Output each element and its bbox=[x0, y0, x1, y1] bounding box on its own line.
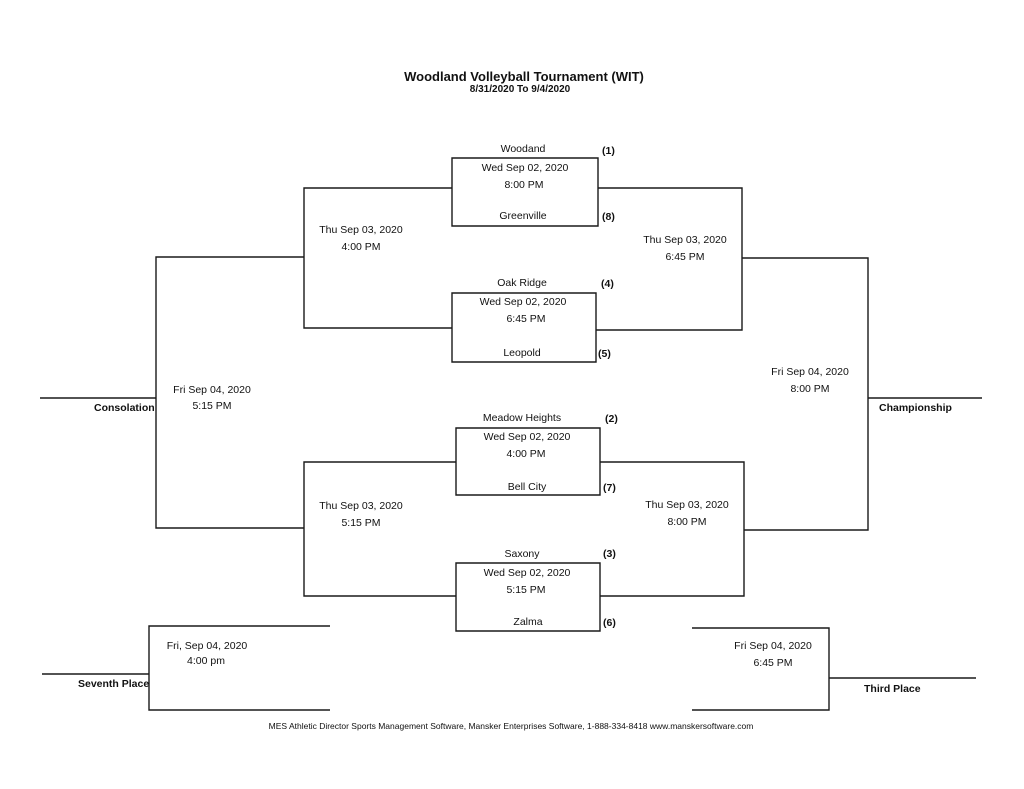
tournament-dates: 8/31/2020 To 9/4/2020 bbox=[469, 84, 571, 95]
champ-semi-bottom-bracket bbox=[600, 461, 745, 597]
cons-semi-top-time: 4:00 PM bbox=[341, 241, 381, 253]
game1-team-top: Woodand bbox=[500, 143, 546, 155]
game1-time: 8:00 PM bbox=[504, 179, 544, 191]
footer-credits: MES Athletic Director Sports Management … bbox=[268, 721, 754, 731]
game4-seed-top: (3) bbox=[603, 548, 616, 560]
game3-bracket bbox=[455, 427, 601, 496]
consolation-date: Fri Sep 04, 2020 bbox=[173, 384, 251, 396]
third-place-time: 6:45 PM bbox=[753, 657, 793, 669]
game2-seed-bottom: (5) bbox=[598, 348, 611, 360]
third-place-date: Fri Sep 04, 2020 bbox=[734, 640, 812, 652]
seventh-place-time: 4:00 pm bbox=[187, 655, 225, 667]
game4-seed-bottom: (6) bbox=[603, 617, 616, 629]
championship-date: Fri Sep 04, 2020 bbox=[771, 366, 849, 378]
consolation-time: 5:15 PM bbox=[192, 400, 232, 412]
game4-time: 5:15 PM bbox=[506, 584, 546, 596]
champ-semi-top-bracket bbox=[596, 187, 743, 331]
game1-team-bottom: Greenville bbox=[499, 210, 547, 222]
consolation-label: Consolation bbox=[94, 402, 155, 414]
cons-semi-bottom-time: 5:15 PM bbox=[341, 517, 381, 529]
seventh-place-bracket bbox=[148, 625, 330, 711]
consolation-bracket bbox=[155, 256, 304, 529]
seventh-place-date: Fri, Sep 04, 2020 bbox=[166, 640, 248, 652]
seventh-place-label: Seventh Place bbox=[78, 678, 150, 690]
championship-label: Championship bbox=[879, 402, 952, 414]
cons-semi-top-date: Thu Sep 03, 2020 bbox=[319, 224, 403, 236]
game2-team-bottom: Leopold bbox=[503, 347, 541, 359]
game1-seed-bottom: (8) bbox=[602, 211, 615, 223]
cons-semi-bottom-date: Thu Sep 03, 2020 bbox=[319, 500, 403, 512]
game3-team-top: Meadow Heights bbox=[482, 412, 562, 424]
champ-semi-top-time: 6:45 PM bbox=[665, 251, 705, 263]
game4-team-top: Saxony bbox=[504, 548, 540, 560]
third-place-bracket bbox=[692, 627, 830, 711]
game1-bracket bbox=[451, 157, 599, 227]
champ-semi-top-date: Thu Sep 03, 2020 bbox=[643, 234, 727, 246]
champ-semi-bottom-time: 8:00 PM bbox=[667, 516, 707, 528]
game3-seed-top: (2) bbox=[605, 413, 618, 425]
page-title: Woodland Volleyball Tournament (WIT) bbox=[404, 69, 644, 84]
game2-team-top: Oak Ridge bbox=[497, 277, 547, 289]
game2-date: Wed Sep 02, 2020 bbox=[479, 296, 567, 308]
game2-seed-top: (4) bbox=[601, 278, 614, 290]
championship-time: 8:00 PM bbox=[790, 383, 830, 395]
game3-date: Wed Sep 02, 2020 bbox=[483, 431, 571, 443]
cons-semi-top-bracket bbox=[303, 187, 452, 329]
third-place-label: Third Place bbox=[864, 683, 921, 695]
cons-semi-bottom-bracket bbox=[303, 461, 456, 597]
game2-time: 6:45 PM bbox=[506, 313, 546, 325]
game3-time: 4:00 PM bbox=[506, 448, 546, 460]
champ-semi-bottom-date: Thu Sep 03, 2020 bbox=[645, 499, 729, 511]
championship-bracket bbox=[742, 257, 869, 531]
game1-date: Wed Sep 02, 2020 bbox=[481, 162, 569, 174]
game1-seed-top: (1) bbox=[602, 145, 615, 157]
game4-bracket bbox=[455, 562, 601, 632]
game3-team-bottom: Bell City bbox=[507, 481, 547, 493]
game4-date: Wed Sep 02, 2020 bbox=[483, 567, 571, 579]
game3-seed-bottom: (7) bbox=[603, 482, 616, 494]
game4-team-bottom: Zalma bbox=[513, 616, 543, 628]
game2-bracket bbox=[451, 292, 597, 363]
